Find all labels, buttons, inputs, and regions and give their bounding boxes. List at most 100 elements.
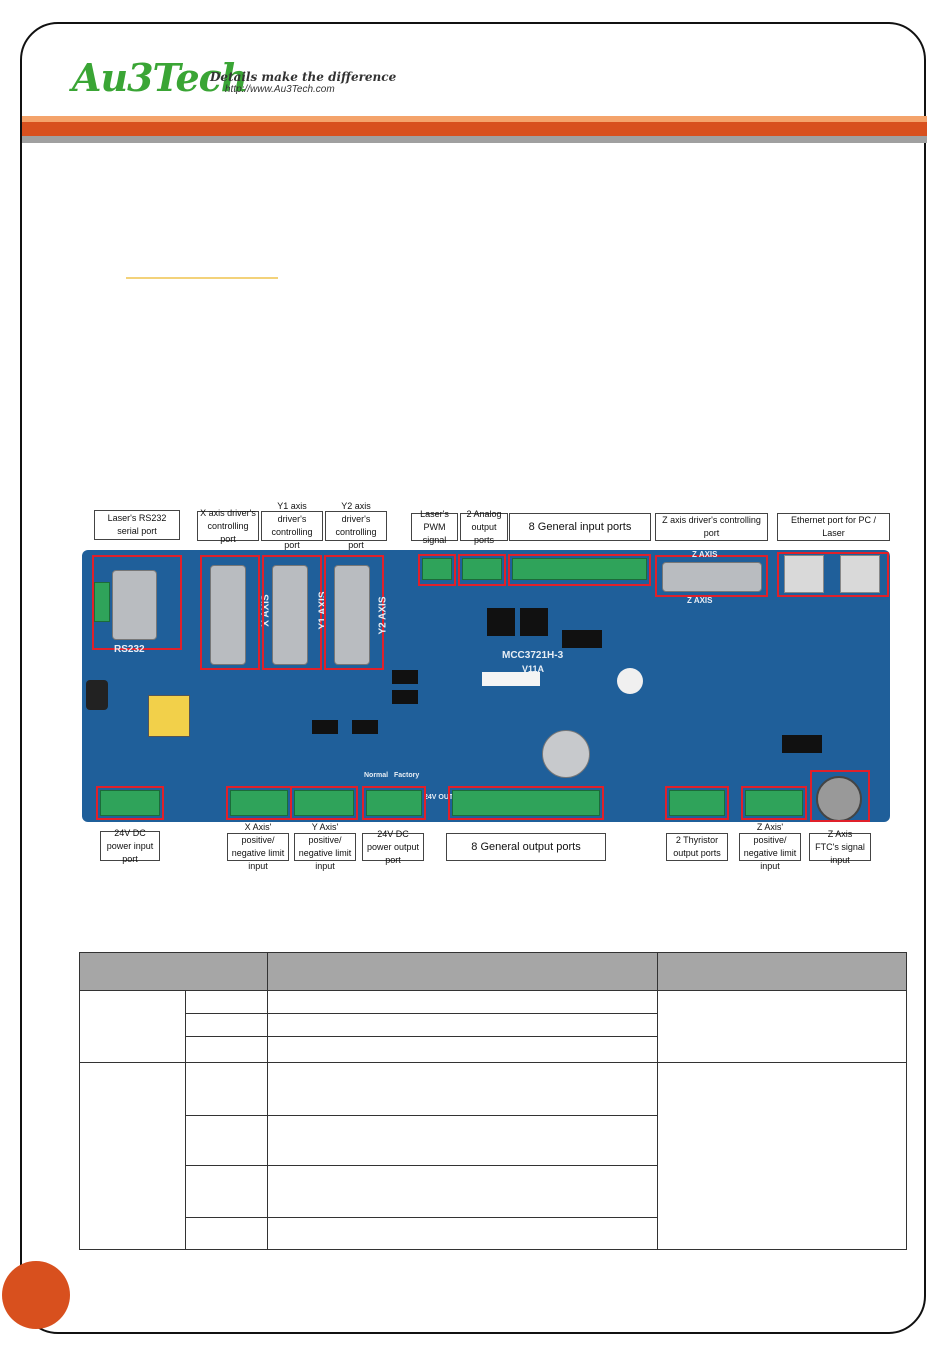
power-input-terminal [100, 790, 160, 816]
header-band-gray [22, 136, 927, 143]
label-rs232: Laser's RS232 serial port [94, 510, 180, 540]
highlight-z-axis [655, 555, 768, 597]
spec-table [79, 952, 907, 1250]
silk-24v-out: 24V OUT [424, 794, 454, 801]
label-analog: 2 Analog output ports [460, 509, 508, 545]
y-limit-terminal [294, 790, 354, 816]
z-limit-terminal [745, 790, 803, 816]
table-cell [184, 1013, 268, 1037]
transformer [148, 695, 190, 737]
ic-chip [562, 630, 602, 648]
label-general-outputs: 8 General output ports [446, 833, 606, 861]
label-z-limit: Z Axis' positive/ negative limit input [739, 822, 801, 871]
table-cell [657, 990, 907, 1063]
pwm-terminal [422, 558, 452, 580]
label-x-limit: X Axis' positive/ negative limit input [227, 822, 289, 871]
table-cell [266, 1036, 659, 1063]
pcb-board: RS232 X AXIS Y1 AXIS Y2 AXIS Z AXIS Z AX… [82, 550, 890, 822]
label-ethernet: Ethernet port for PC / Laser [777, 513, 890, 541]
table-cell [184, 1165, 268, 1218]
rs232-connector [112, 570, 157, 640]
silk-factory: Factory [394, 772, 420, 779]
ethernet-port-1 [784, 555, 824, 593]
y1-axis-connector [272, 565, 308, 665]
highlight-rs232 [92, 555, 182, 650]
label-power-output: 24V DC power output port [362, 829, 424, 865]
silk-z-axis-top: Z AXIS [692, 550, 718, 559]
highlight-general-outputs [448, 786, 604, 820]
highlight-power-output [362, 786, 426, 820]
highlight-y2-axis [324, 555, 384, 670]
highlight-x-limit [226, 786, 292, 820]
table-cell [184, 1062, 268, 1116]
highlight-analog [458, 554, 506, 586]
highlight-z-limit [741, 786, 807, 820]
label-x-axis-port: X axis driver's controlling port [197, 508, 259, 544]
table-cell [266, 1217, 659, 1250]
label-general-inputs: 8 General input ports [509, 513, 651, 541]
rs232-terminal [94, 582, 110, 622]
label-y1-axis-port: Y1 axis driver's controlling port [261, 501, 323, 550]
x-limit-terminal [230, 790, 288, 816]
silk-model: MCC3721H-3 [502, 650, 564, 661]
page-frame [20, 22, 926, 1334]
board-diagram: Laser's RS232 serial port X axis driver'… [82, 501, 897, 871]
z-axis-connector [662, 562, 762, 592]
highlight-power-input [96, 786, 164, 820]
table-row [79, 1062, 907, 1250]
slogan: Details make the difference [210, 70, 397, 84]
table-cell [266, 1062, 659, 1116]
page-corner-circle [2, 1261, 70, 1329]
ic-chip [782, 735, 822, 753]
ethernet-port-2 [840, 555, 880, 593]
ftc-connector [816, 776, 862, 822]
table-row [80, 1013, 907, 1037]
table-cell [266, 1165, 659, 1218]
highlight-ethernet [777, 552, 889, 597]
highlight-y1-axis [262, 555, 322, 670]
table-cell [79, 1062, 186, 1250]
table-cell [79, 990, 186, 1063]
silk-z-axis-bottom: Z AXIS [687, 596, 713, 605]
silk-version: V11A [522, 664, 545, 674]
au3tech-logo: Au3Tech [72, 55, 248, 100]
table-header-row [79, 952, 907, 991]
ic-chip [392, 690, 418, 704]
table-row [80, 1217, 907, 1250]
website-url: http://www.Au3Tech.com [225, 84, 335, 95]
coin-battery [542, 730, 590, 778]
highlight-thyristor [665, 786, 729, 820]
table-cell [266, 1115, 659, 1166]
table-cell [184, 1036, 268, 1063]
yellow-underline [126, 277, 278, 279]
label-y2-axis-port: Y2 axis driver's controlling port [325, 501, 387, 550]
ic-chip [520, 608, 548, 636]
table-header-cell [79, 952, 268, 991]
table-row [80, 1036, 907, 1063]
table-row [80, 1165, 907, 1218]
label-z-axis-port: Z axis driver's controlling port [655, 513, 768, 541]
highlight-ftc [810, 770, 870, 822]
table-header-cell [266, 952, 659, 991]
ic-chip [312, 720, 338, 734]
table-cell [184, 990, 268, 1014]
table-cell [657, 1062, 907, 1250]
highlight-pwm [418, 554, 456, 586]
highlight-x-axis [200, 555, 260, 670]
ic-chip [392, 670, 418, 684]
header-band-orange [22, 122, 927, 136]
label-thyristor: 2 Thyristor output ports [666, 833, 728, 861]
sticker [617, 668, 643, 694]
label-power-input: 24V DC power input port [100, 828, 160, 864]
highlight-y-limit [290, 786, 358, 820]
silk-y2-axis: Y2 AXIS [377, 596, 389, 635]
ic-chip [487, 608, 515, 636]
y2-axis-connector [334, 565, 370, 665]
thyristor-terminal [669, 790, 725, 816]
silk-normal: Normal [364, 772, 389, 779]
ic-chip [352, 720, 378, 734]
table-cell [266, 990, 659, 1014]
logo-text: Au3Tech [72, 55, 248, 100]
label-y-limit: Y Axis' positive/ negative limit input [294, 822, 356, 871]
barcode-sticker [482, 672, 540, 686]
